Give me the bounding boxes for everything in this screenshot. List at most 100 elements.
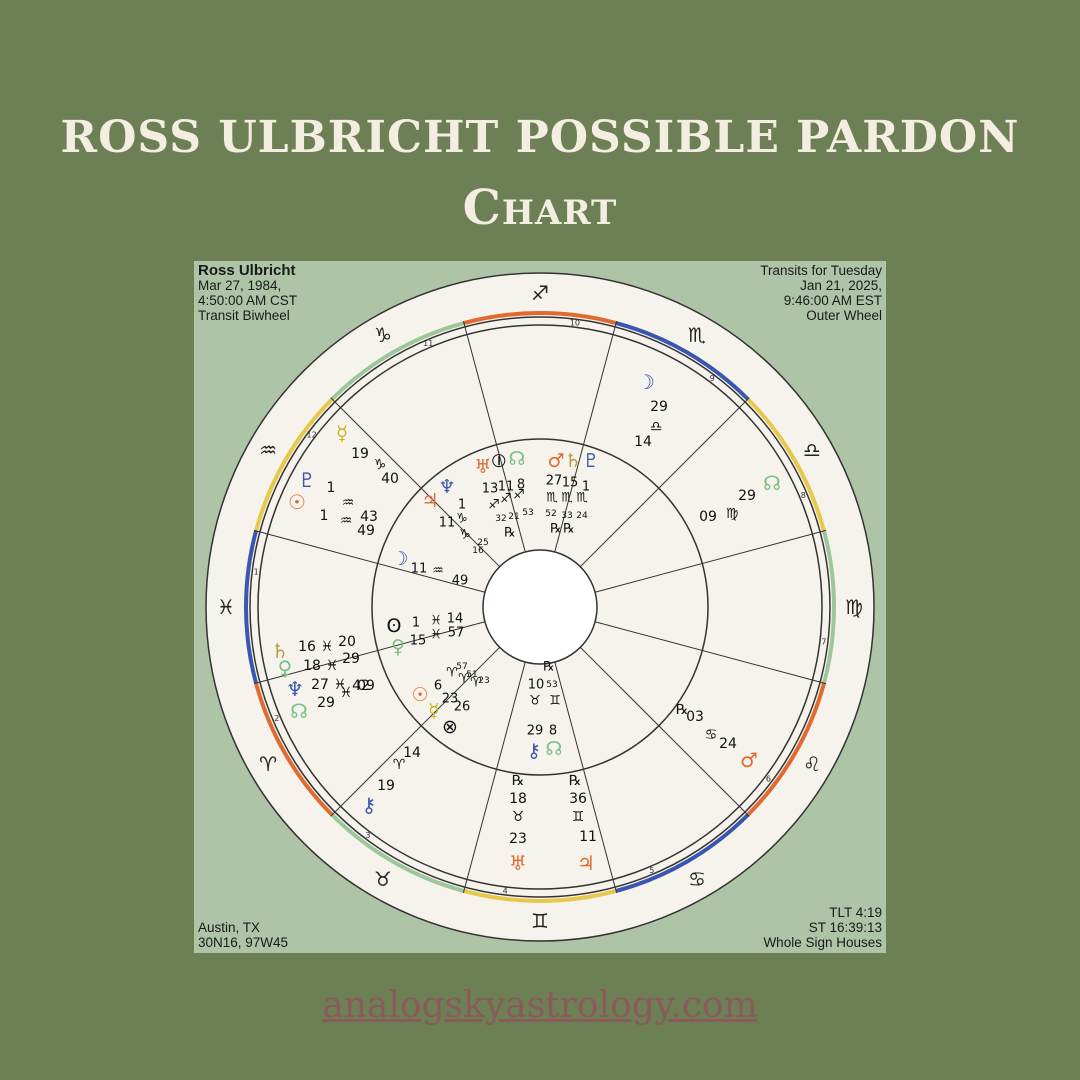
- natal-label: 6: [434, 679, 442, 694]
- natal-label: 11: [439, 516, 456, 531]
- natal-label: 1: [458, 498, 466, 513]
- transit-label: 16: [298, 639, 316, 655]
- transit-label: 42: [352, 678, 370, 694]
- transit-date: Jan 21, 2025,: [800, 278, 882, 293]
- element-arc: [822, 530, 836, 684]
- element-arc: [615, 813, 750, 893]
- transit-label: 29: [650, 399, 668, 415]
- zodiac-glyph: ♎: [803, 438, 821, 462]
- house-number: 8: [801, 491, 806, 500]
- natal-label: 26: [454, 700, 471, 715]
- house-cusp-line: [466, 334, 526, 553]
- birth-date: Mar 27, 1984,: [198, 278, 282, 293]
- natal-label: ♑: [459, 528, 471, 543]
- chart-wheel: ♐♏♎♍♌♋♊♉♈♓♒♑109876543211211☽29♎14☊29♍09℞…: [205, 272, 875, 942]
- house-cusp-line: [579, 646, 740, 807]
- natal-label: 11: [498, 480, 515, 495]
- transit-label: ♃: [577, 851, 595, 875]
- house-cusp-line: [340, 646, 501, 807]
- natal-label: 53: [546, 680, 557, 690]
- natal-label: ☊: [509, 448, 526, 470]
- transit-label: ♀: [278, 656, 293, 680]
- transit-info: Transits for Tuesday Jan 21, 2025, 9:46:…: [760, 263, 882, 323]
- transit-label: 43: [360, 509, 378, 525]
- transit-label: ♒: [342, 495, 355, 511]
- transit-label: 29: [317, 695, 335, 711]
- house-number: 10: [570, 319, 580, 328]
- house-system: Whole Sign Houses: [763, 935, 882, 950]
- transit-label: 29: [342, 651, 360, 667]
- wheel-note: Outer Wheel: [806, 308, 882, 323]
- transit-label: 36: [569, 791, 587, 807]
- transit-label: 09: [699, 509, 717, 525]
- transit-label: 1: [320, 508, 329, 524]
- natal-label: ♉: [529, 694, 541, 709]
- transit-label: ♋: [705, 727, 718, 743]
- natal-label: ♆: [438, 476, 455, 498]
- natal-label: ♏: [576, 491, 588, 506]
- natal-label: ♈: [458, 672, 470, 687]
- natal-label: 10: [528, 678, 545, 693]
- transit-label: 27: [311, 677, 329, 693]
- transit-label: ♑: [374, 457, 387, 473]
- cusp-tick: [253, 529, 268, 535]
- element-arc: [746, 682, 826, 817]
- transit-label: 11: [579, 829, 597, 845]
- natal-label: ♄: [564, 450, 581, 472]
- natal-label: ℞: [504, 526, 516, 541]
- element-arc: [330, 321, 465, 401]
- natal-label: ⊗: [442, 716, 458, 738]
- natal-label: 29: [527, 724, 544, 739]
- transit-label: 49: [357, 523, 375, 539]
- house-cusp-line: [554, 661, 614, 880]
- cusp-tick: [739, 397, 750, 408]
- website-link[interactable]: analogskyastrology.com: [322, 985, 758, 1026]
- cusp-tick: [812, 529, 827, 535]
- natal-label: ♂: [547, 450, 564, 472]
- natal-label: ☉: [411, 684, 428, 706]
- time-info: TLT 4:19 ST 16:39:13 Whole Sign Houses: [763, 905, 882, 950]
- natal-label: 57: [456, 662, 467, 672]
- transit-label: ♓: [326, 658, 339, 674]
- cusp-tick: [739, 806, 750, 817]
- transit-label: ♓: [321, 639, 334, 655]
- element-arc: [330, 813, 465, 893]
- cusp-tick: [812, 679, 827, 685]
- title-line-2: Chart: [462, 180, 618, 236]
- natal-label: 23: [442, 692, 459, 707]
- natal-label: ☿: [428, 700, 440, 722]
- cusp-tick: [462, 320, 468, 335]
- title-line-1: ROSS ULBRICHT POSSIBLE PARDON: [60, 112, 1020, 163]
- transit-label: ☽: [637, 370, 655, 394]
- natal-label: ♐: [500, 492, 512, 507]
- transit-label: 18: [509, 791, 527, 807]
- transit-label: 19: [351, 446, 369, 462]
- transit-day: Transits for Tuesday: [760, 263, 882, 278]
- transit-label: ℞: [569, 773, 582, 789]
- house-cusp-line: [267, 533, 486, 593]
- natal-label: 49: [452, 574, 469, 589]
- ring-outer: [249, 316, 831, 898]
- natal-label: 16: [472, 546, 484, 556]
- transit-label: ☊: [763, 471, 781, 495]
- transit-label: 19: [377, 778, 395, 794]
- house-number: 12: [306, 430, 316, 439]
- zodiac-glyph: ♏: [688, 323, 706, 347]
- zodiac-glyph: ♐: [531, 281, 549, 305]
- natal-label: ☽: [391, 548, 408, 570]
- transit-label: 23: [509, 831, 527, 847]
- location-coords: 30N16, 97W45: [198, 935, 289, 950]
- natal-label: ʘ: [387, 615, 402, 637]
- natal-label: 25: [477, 538, 488, 548]
- cusp-tick: [330, 397, 341, 408]
- natal-label: ℞: [550, 522, 562, 537]
- house-number: 2: [274, 714, 279, 723]
- zodiac-glyph: ♈: [259, 752, 277, 776]
- ring-inner: [371, 438, 709, 776]
- transit-label: ♄: [271, 639, 289, 663]
- house-number: 1: [254, 568, 259, 577]
- natal-label: 32: [495, 514, 506, 524]
- natal-label: ♊: [549, 694, 561, 709]
- zodiac-glyph: ♉: [374, 867, 392, 891]
